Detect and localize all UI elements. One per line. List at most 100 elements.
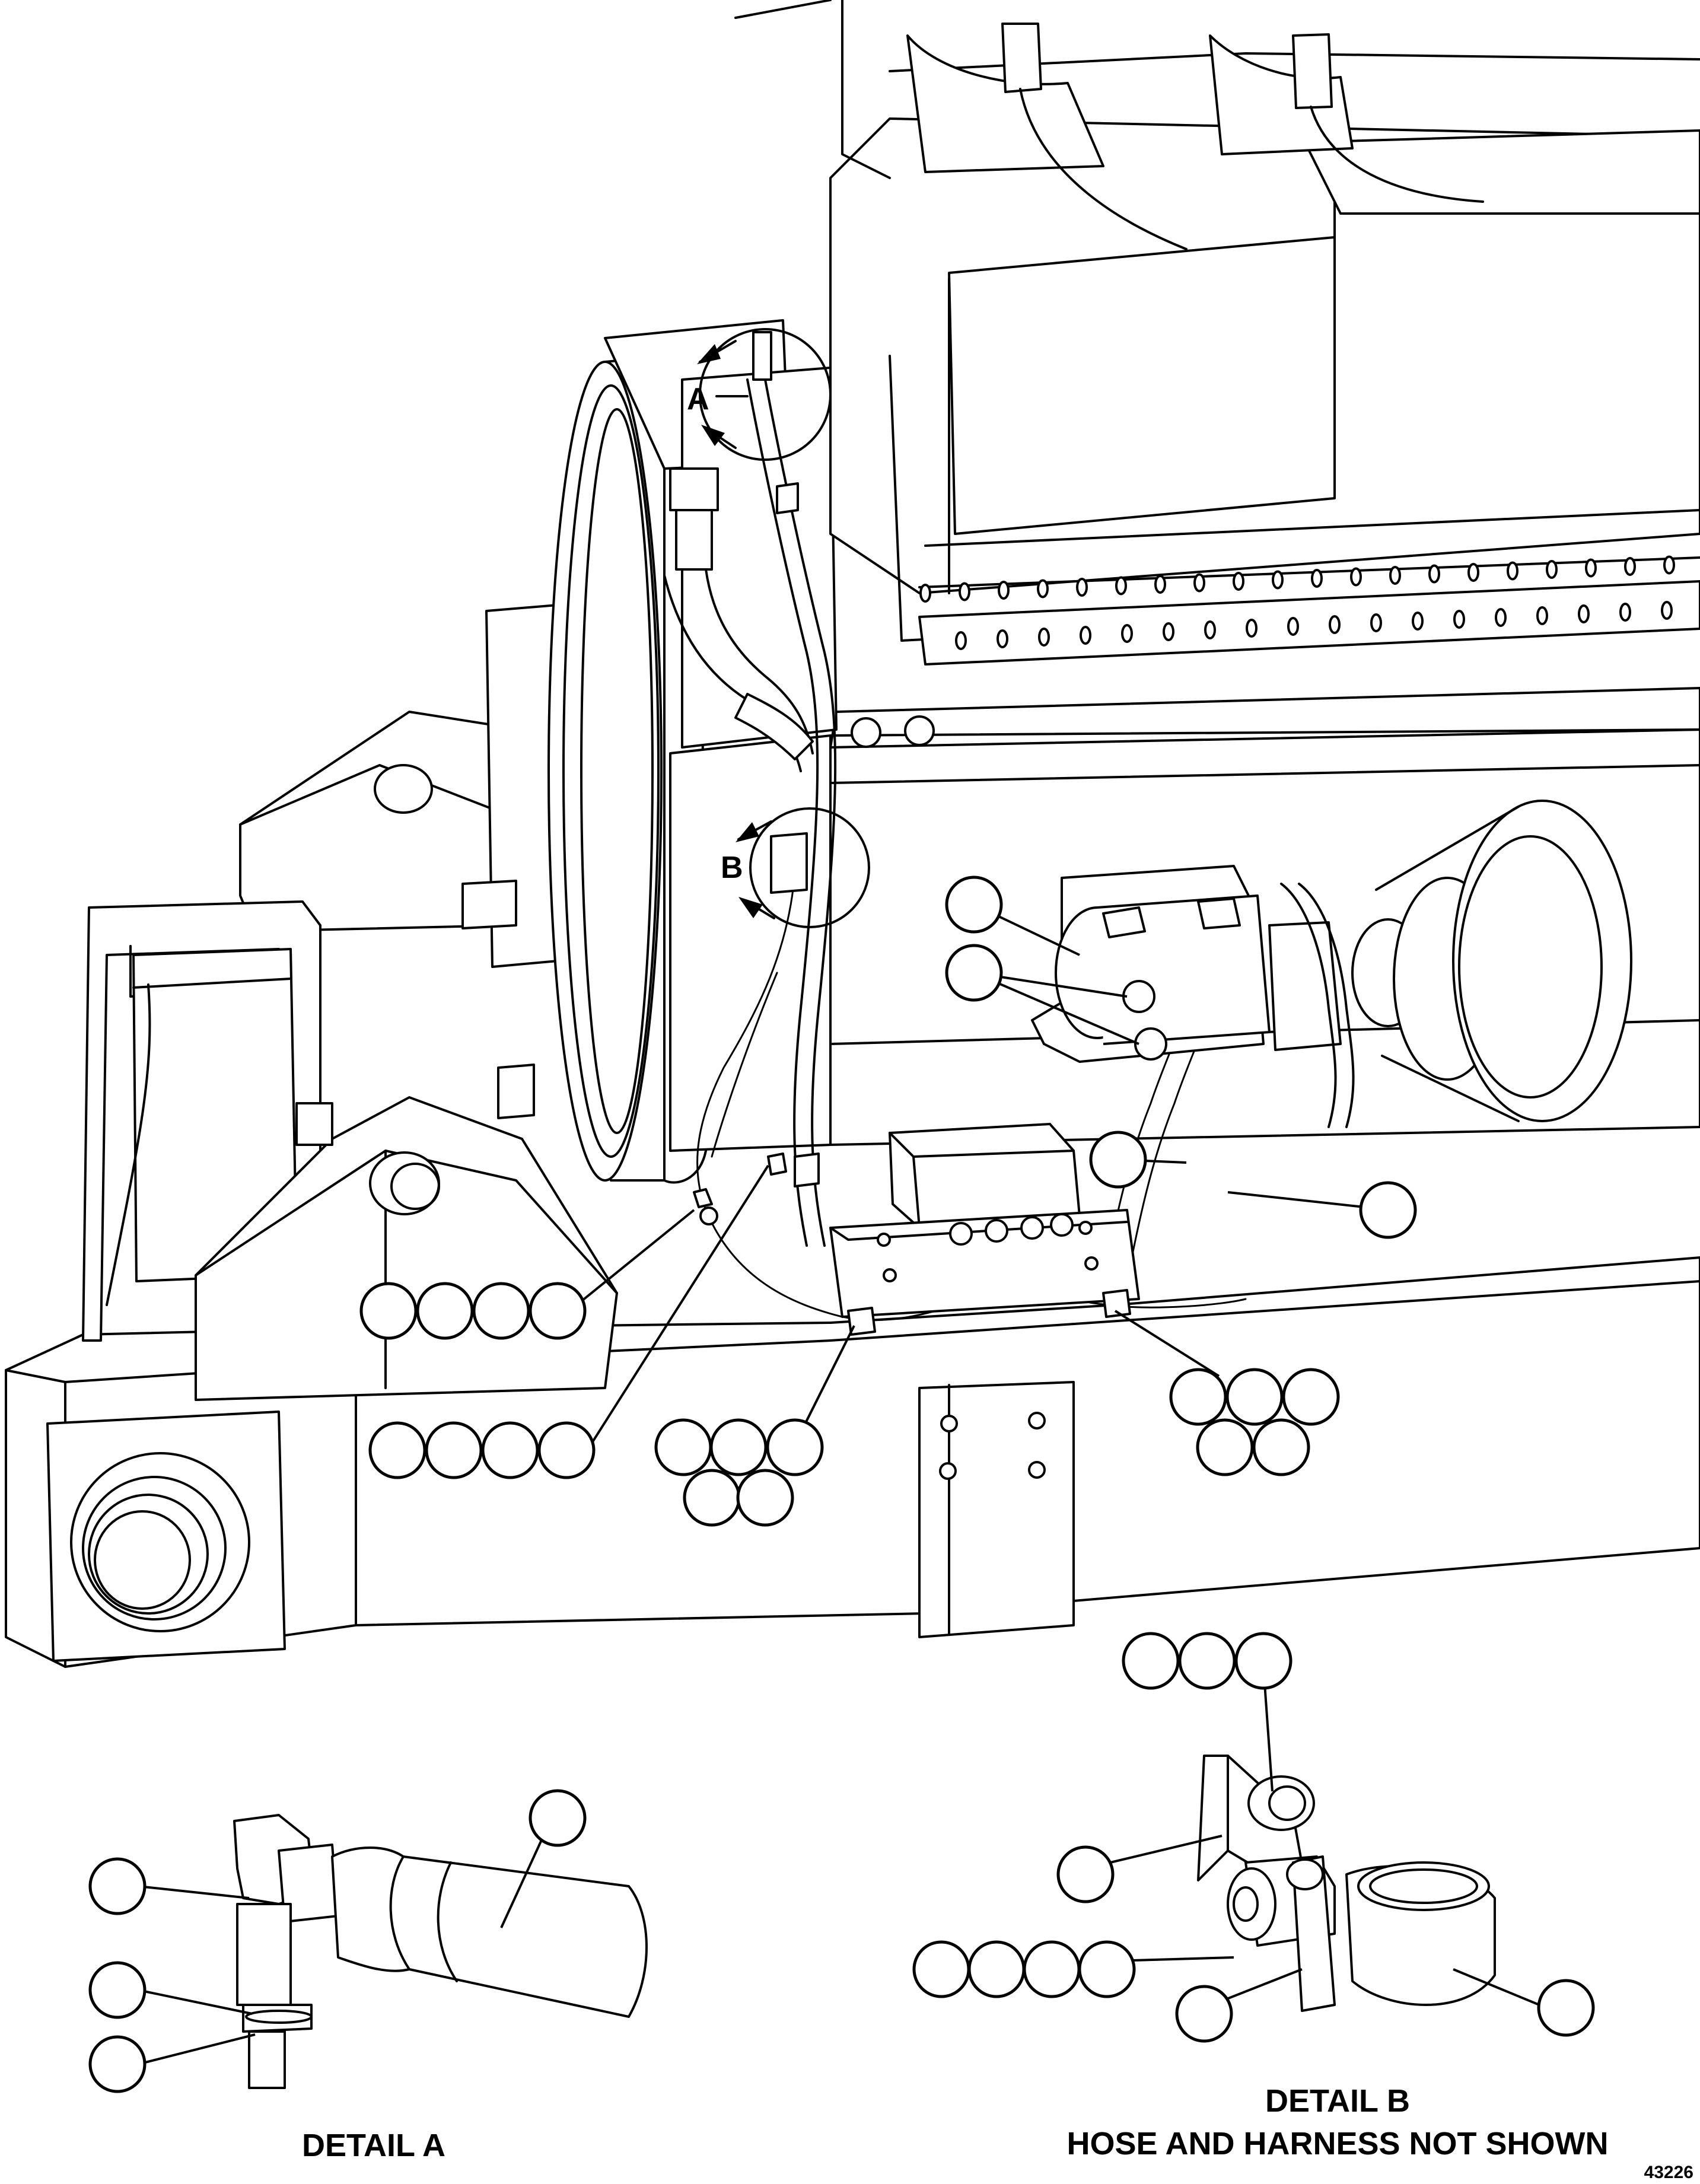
detail-b-drawing — [1197, 1755, 1496, 2012]
engine-bolt — [1546, 560, 1558, 579]
callout-balloon — [912, 1940, 970, 1998]
callout-group-7 — [654, 1418, 824, 1527]
detail-b-note: HOSE AND HARNESS NOT SHOWN — [1067, 2126, 1608, 2161]
callout-balloon — [472, 1282, 530, 1340]
engine-bolt — [1272, 570, 1284, 590]
engine-bolt — [1661, 601, 1673, 620]
callout-group-4 — [1359, 1181, 1417, 1239]
detail-b-marker: B — [721, 851, 743, 885]
callout-group-5 — [359, 1282, 587, 1340]
engine-bolt — [1370, 613, 1382, 632]
engine-bolt — [1246, 619, 1258, 638]
callout-balloon — [1196, 1418, 1254, 1476]
callout-group-6 — [368, 1421, 596, 1479]
callout-balloon — [766, 1418, 824, 1476]
callout-balloon — [1056, 1845, 1115, 1903]
callout-balloon — [945, 944, 1003, 1002]
callout-balloon — [1122, 1632, 1180, 1690]
callout-balloon — [416, 1282, 474, 1340]
engine-bolt — [1467, 563, 1479, 582]
detail-a-drawing — [233, 1814, 648, 2089]
engine-bolt — [959, 582, 970, 601]
callout-balloon — [529, 1789, 587, 1847]
engine-bolt — [1329, 615, 1341, 634]
callout-balloon — [1023, 1940, 1081, 1998]
callout-balloon — [967, 1940, 1026, 1998]
callout-balloon — [1252, 1418, 1310, 1476]
engine-bolt — [1311, 569, 1323, 588]
callout-group-3 — [1089, 1131, 1147, 1189]
callout-balloon — [1078, 1940, 1136, 1998]
control-box — [829, 1123, 1140, 1318]
callout-group-9 — [1122, 1632, 1292, 1690]
engine-bolt — [1115, 576, 1127, 596]
callout-group-11 — [912, 1940, 1136, 1998]
engine-bolt — [1507, 561, 1518, 581]
engine-bolt — [1076, 578, 1088, 597]
detail-a-caption: DETAIL A — [302, 2128, 445, 2163]
engine-bolt — [1428, 564, 1440, 584]
detail-a-marker: A — [687, 382, 709, 416]
detail-b-circle: B — [721, 807, 870, 928]
engine-bolt — [1080, 626, 1091, 645]
engine-bolt — [1204, 620, 1216, 639]
engine-bolt — [1453, 610, 1465, 629]
callout-balloons — [88, 875, 1595, 2093]
callout-group-12 — [1175, 1985, 1233, 2043]
callout-balloon — [709, 1418, 768, 1476]
callout-group-14 — [529, 1789, 587, 1847]
engine-bolt — [1038, 628, 1050, 647]
engine-bolt — [1585, 558, 1597, 578]
starter-motor — [1031, 800, 1632, 1128]
callout-balloon — [537, 1421, 596, 1479]
callout-balloon — [1089, 1131, 1147, 1189]
engine-bolt — [1619, 603, 1631, 622]
callout-balloon — [1225, 1368, 1284, 1426]
detail-b-caption: DETAIL B — [1265, 2083, 1410, 2119]
engine-bolt — [1233, 572, 1244, 591]
callout-group-10 — [1056, 1845, 1115, 1903]
engine-bolt — [1163, 622, 1174, 641]
engine-bolt — [1287, 617, 1299, 636]
engine-bolt — [955, 631, 967, 650]
callout-balloon — [529, 1282, 587, 1340]
fittings — [295, 331, 1131, 1336]
callout-balloon — [481, 1421, 539, 1479]
engine-bolt — [1154, 575, 1166, 594]
engine-bolt — [1663, 555, 1675, 575]
callout-balloon — [1234, 1632, 1292, 1690]
callout-balloon — [1169, 1368, 1227, 1426]
callout-balloon — [88, 1857, 147, 1915]
callout-balloon — [359, 1282, 418, 1340]
engine-bolt — [1121, 624, 1133, 643]
oil-hose — [663, 378, 837, 1247]
engine-bolt — [1350, 567, 1362, 587]
callout-group-16 — [88, 1961, 147, 2019]
callout-balloon — [1359, 1181, 1417, 1239]
callout-balloon — [1178, 1632, 1236, 1690]
callout-balloon — [425, 1421, 483, 1479]
engine-bolt — [1037, 579, 1049, 598]
figure-number: 43226 — [1644, 2163, 1693, 2182]
callout-balloon — [88, 2035, 147, 2093]
callout-balloon — [1175, 1985, 1233, 2043]
callout-balloon — [736, 1469, 794, 1527]
callout-balloon — [1282, 1368, 1340, 1426]
engine-bolt — [1536, 606, 1548, 625]
detail-a-circle: A — [687, 328, 832, 461]
engine-bolt — [1412, 612, 1424, 631]
engine-bolt — [998, 581, 1010, 600]
callout-balloon — [945, 875, 1003, 934]
engine-bolts — [919, 555, 1675, 650]
engine-bolt — [1495, 608, 1507, 627]
callout-group-2 — [945, 944, 1003, 1002]
callout-balloon — [683, 1469, 741, 1527]
engine-bolt — [1389, 566, 1401, 585]
engine-bolt — [997, 629, 1008, 648]
callout-group-13 — [1537, 1979, 1595, 2037]
engine-bolt — [1624, 557, 1636, 576]
callout-balloon — [368, 1421, 426, 1479]
callout-balloon — [88, 1961, 147, 2019]
callout-group-15 — [88, 1857, 147, 1915]
